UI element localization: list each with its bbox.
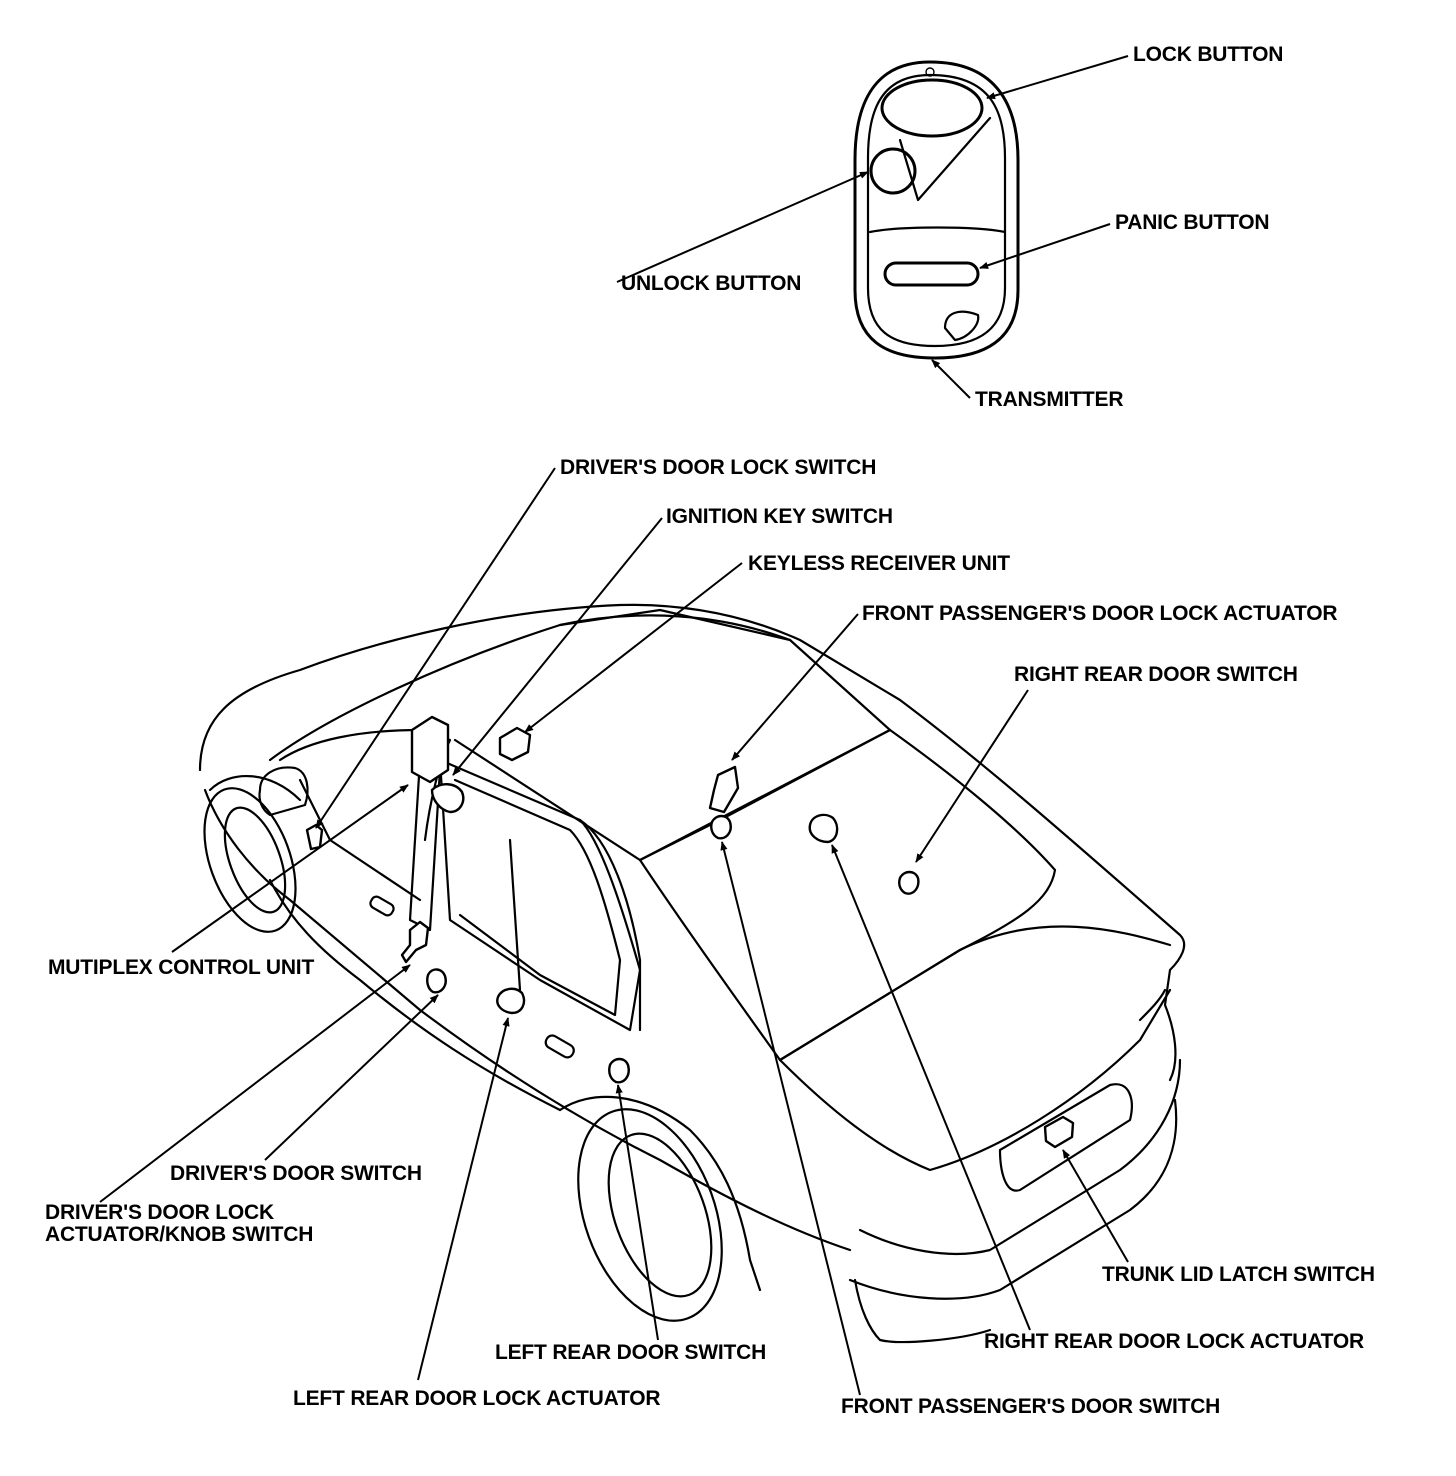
right-rear-door-lock-actuator-label: RIGHT REAR DOOR LOCK ACTUATOR [984,1330,1364,1353]
labels: LOCK BUTTON PANIC BUTTON UNLOCK BUTTON T… [45,43,1375,1418]
drivers-door-lock-actuator-leader [99,964,411,1203]
drivers-door-lock-switch-shape [305,823,324,851]
car-outline [198,603,1186,1344]
left-rear-door-switch-label: LEFT REAR DOOR SWITCH [495,1341,766,1364]
right-rear-door-switch-leader [915,689,1029,863]
unlock-button-label: UNLOCK BUTTON [621,272,801,295]
component-parts [305,715,1075,1149]
multiplex-control-unit-shape [410,715,450,784]
drivers-door-lock-switch-leader [315,467,556,829]
front-passenger-door-lock-actuator-label: FRONT PASSENGER'S DOOR LOCK ACTUATOR [862,602,1337,625]
lock-button-leader [986,55,1129,100]
right-rear-door-switch-label: RIGHT REAR DOOR SWITCH [1014,663,1298,686]
fob-body [853,60,1020,360]
front-passenger-door-lock-actuator-leader [731,613,859,761]
panic-button-leader [979,223,1111,269]
trunk-lid-latch-switch-label: TRUNK LID LATCH SWITCH [1102,1263,1375,1286]
fob-inner-outline [866,73,1007,348]
fob-seam-line [868,226,1007,234]
panic-button-label: PANIC BUTTON [1115,211,1269,234]
transmitter-leader [931,359,971,399]
drivers-door-lock-actuator-label-line1: DRIVER'S DOOR LOCK [45,1201,274,1224]
keyless-receiver-shape [498,726,532,762]
ignition-key-switch-leader [452,517,663,776]
front-passenger-door-switch-leader [720,841,861,1396]
drivers-door-lock-actuator-label-line2: ACTUATOR/KNOB SWITCH [45,1223,313,1246]
trunk-lid-latch-switch-leader [1062,1149,1129,1263]
unlock-button-shape [869,147,917,195]
right-rear-door-lock-actuator-shape [808,813,839,844]
multiplex-control-unit-leader [171,784,409,953]
drivers-door-lock-actuator-shape [400,920,430,964]
left-rear-door-lock-actuator-label: LEFT REAR DOOR LOCK ACTUATOR [293,1387,660,1410]
front-passenger-door-lock-actuator-shape [708,765,740,814]
left-rear-door-switch-leader [615,1084,659,1341]
drivers-door-switch-leader [264,994,439,1161]
fob-indicator-shape [943,310,980,342]
left-rear-door-switch-shape [608,1057,630,1084]
drivers-door-switch-label: DRIVER'S DOOR SWITCH [170,1162,422,1185]
fob-divider-line [898,116,992,202]
leader-lines [99,467,1129,1396]
ignition-key-switch-label: IGNITION KEY SWITCH [666,505,893,528]
transmitter-fob [853,60,1020,360]
keyless-receiver-unit-leader [524,562,743,733]
ignition-key-switch-shape [430,783,465,814]
front-passenger-door-switch-shape [710,814,732,840]
front-passenger-door-switch-label: FRONT PASSENGER'S DOOR SWITCH [841,1395,1220,1418]
panic-button-shape [883,261,980,287]
left-rear-door-lock-actuator-leader [417,1017,510,1381]
right-rear-door-switch-shape [898,870,920,895]
unlock-button-leader [616,171,869,283]
lock-button-shape [880,78,984,138]
left-rear-door-lock-actuator-shape [496,987,526,1015]
drivers-door-switch-shape [426,968,447,994]
multiplex-control-unit-label: MUTIPLEX CONTROL UNIT [48,956,314,979]
trunk-lid-latch-switch-shape [1043,1115,1075,1149]
right-rear-door-lock-actuator-leader [831,844,1031,1331]
transmitter-label: TRANSMITTER [975,388,1123,411]
lock-button-label: LOCK BUTTON [1133,43,1283,66]
drivers-door-lock-switch-label: DRIVER'S DOOR LOCK SWITCH [560,456,876,479]
keyring-hole [925,67,935,77]
keyless-receiver-unit-label: KEYLESS RECEIVER UNIT [748,552,1010,575]
